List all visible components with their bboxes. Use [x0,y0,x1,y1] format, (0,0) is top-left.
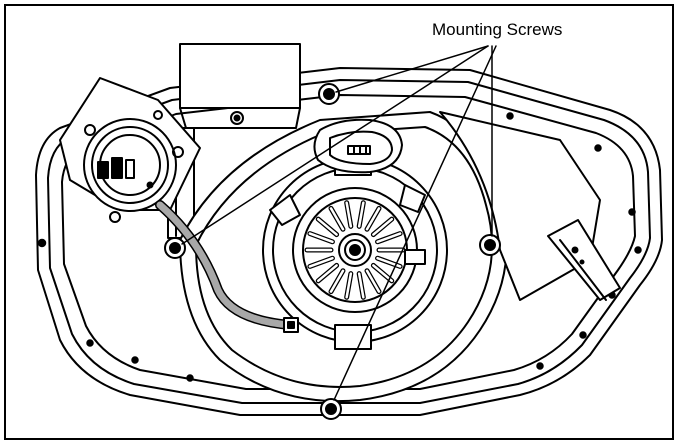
perimeter-screws [37,112,642,394]
mounting-screw-left [164,237,186,259]
pressure-switch [59,77,201,223]
leader-top [335,45,489,93]
vent-slot-inner [308,256,334,268]
vent-slot-inner [316,217,338,236]
vent-slot-inner [372,264,394,283]
vent-slot-inner [308,232,334,244]
vent-slot-inner [376,232,402,244]
leader-bottom [333,45,497,401]
outlet-flange [439,111,621,301]
blower-motor [262,154,448,350]
motor-vent-slots [304,200,406,300]
vent-slot-inner [329,269,345,293]
mounting-screw-bottom [320,398,342,420]
callout-leaders [181,45,497,401]
vent-slot-inner [329,207,345,231]
mounting-screw-top [318,83,340,105]
mounting-screw-right [479,234,501,256]
vent-slot-inner [365,269,381,293]
vent-slot-inner [372,217,394,236]
leader-left [181,45,489,245]
vent-slot-inner [357,201,365,228]
pressure-hose [155,200,299,333]
mounting-screws [164,83,501,420]
vent-slot-inner [316,264,338,283]
motor-connector [313,118,403,174]
housing-outline [35,67,663,416]
mounting-screws-label: Mounting Screws [432,20,563,39]
vent-slot-inner [357,272,365,299]
vent-slot-inner [345,201,353,228]
vent-slot-inner [345,272,353,299]
junction-box [179,43,301,129]
vent-slot-inner [365,207,381,231]
